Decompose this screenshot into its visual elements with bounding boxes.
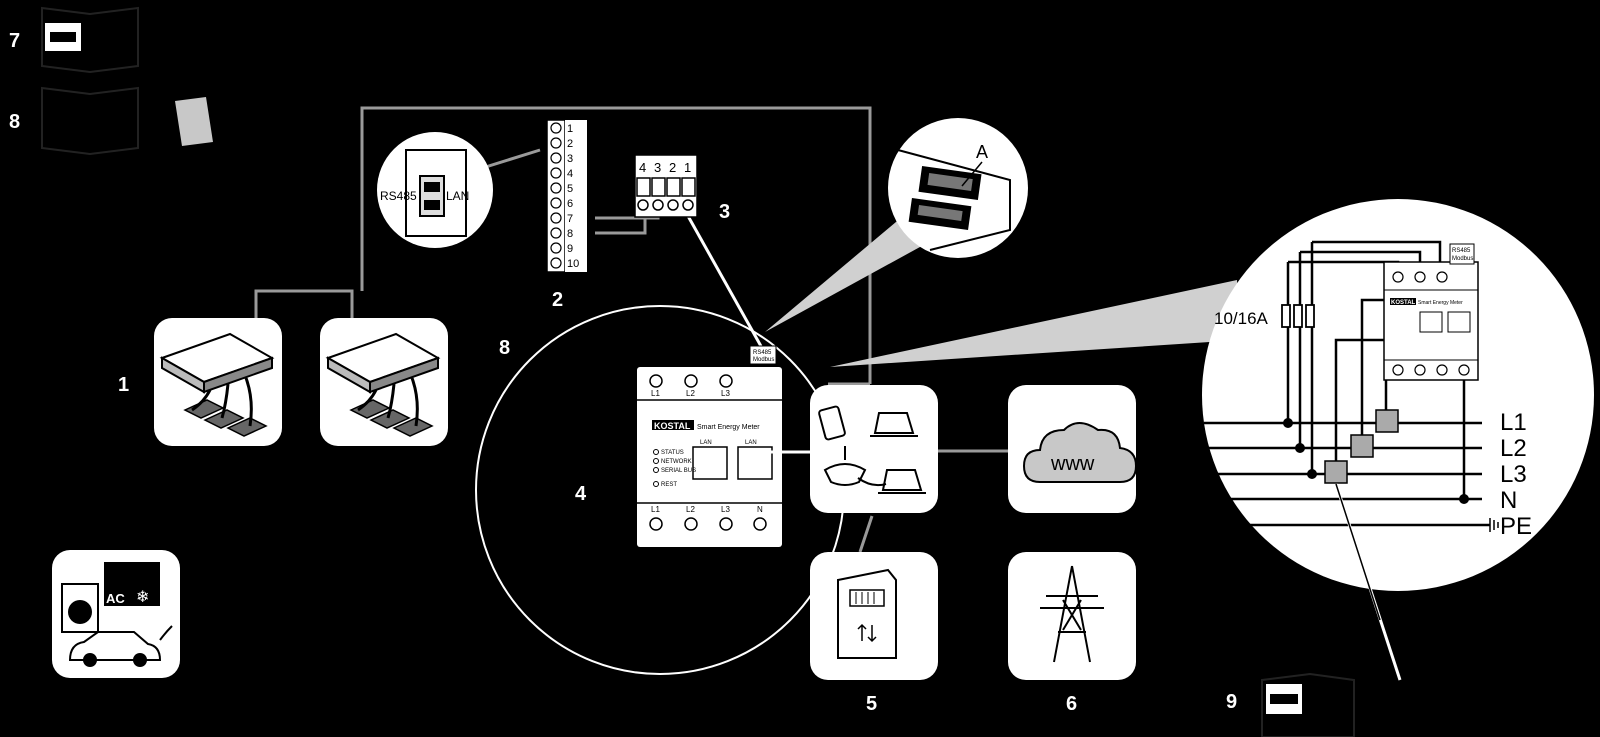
- svg-text:4: 4: [567, 168, 573, 180]
- svg-text:1: 1: [118, 374, 129, 396]
- svg-text:PE: PE: [1500, 513, 1532, 540]
- svg-text:1: 1: [567, 123, 573, 135]
- svg-text:7: 7: [567, 213, 573, 225]
- svg-text:8: 8: [499, 337, 510, 359]
- svg-text:6: 6: [567, 198, 573, 210]
- rs485-wire: [686, 215, 764, 349]
- svg-text:REST: REST: [661, 482, 677, 488]
- svg-text:3: 3: [654, 160, 661, 175]
- svg-text:L1: L1: [1500, 409, 1527, 436]
- svg-text:NETWORK: NETWORK: [661, 459, 692, 465]
- svg-text:RS485: RS485: [1452, 248, 1471, 254]
- svg-text:www: www: [1050, 453, 1095, 475]
- callout-8-top: 8: [9, 111, 20, 133]
- svg-text:L3: L3: [721, 505, 730, 514]
- svg-text:N: N: [1500, 487, 1517, 514]
- svg-text:9: 9: [567, 243, 573, 255]
- svg-text:L2: L2: [686, 389, 695, 398]
- svg-text:1: 1: [684, 160, 691, 175]
- svg-text:A: A: [976, 142, 988, 162]
- svg-text:❄: ❄: [136, 589, 149, 606]
- svg-text:8: 8: [9, 111, 20, 133]
- svg-text:LAN: LAN: [446, 189, 469, 203]
- rs485-connector: 4 3 2 1: [634, 154, 698, 218]
- svg-text:8: 8: [567, 228, 573, 240]
- callout-5: 5: [866, 693, 877, 715]
- zoom-beam-detail: [830, 280, 1240, 367]
- svg-text:STATUS: STATUS: [661, 450, 684, 456]
- power-grid-panel: [1008, 552, 1136, 680]
- svg-text:2: 2: [552, 289, 563, 311]
- callout-4: 4: [575, 483, 587, 505]
- memory-card-icon: [175, 97, 213, 146]
- smart-energy-meter: L1 L2 L3 L1 L2 L3 N KOSTAL Smart Energy …: [637, 367, 820, 547]
- callout-7: 7: [0, 24, 30, 54]
- manual-icon-9: [1261, 672, 1355, 737]
- manual-icon-8: [41, 86, 139, 156]
- inverter-left: [154, 318, 282, 446]
- wiring-detail-circle: 10/16A KOSTAL Smart Energy Meter RS485 M…: [1202, 199, 1594, 591]
- internet-cloud-panel: www: [1008, 385, 1138, 513]
- callout-9: 9: [1226, 691, 1237, 713]
- svg-text:RS485: RS485: [753, 350, 772, 356]
- svg-text:7: 7: [9, 30, 20, 52]
- zoom-beam-a: [765, 206, 940, 332]
- manual-icon-7: [41, 6, 139, 74]
- inverter-port-zoom: RS485 LAN: [377, 132, 493, 248]
- svg-text:10/16A: 10/16A: [1214, 309, 1269, 328]
- svg-text:L1: L1: [651, 389, 660, 398]
- household-loads-panel: AC ❄: [52, 550, 180, 678]
- svg-text:AC: AC: [106, 591, 125, 606]
- svg-text:Smart Energy Meter: Smart Energy Meter: [1418, 300, 1463, 306]
- callout-6: 6: [1066, 693, 1077, 715]
- utility-meter-panel: [810, 552, 938, 680]
- callout-3: 3: [719, 201, 730, 223]
- svg-text:2: 2: [669, 160, 676, 175]
- meter-rs485-tag: RS485 Modbus: [749, 345, 777, 365]
- svg-text:Modbus: Modbus: [1452, 256, 1473, 262]
- callout-1: 1: [110, 368, 140, 398]
- svg-text:RS485: RS485: [380, 189, 417, 203]
- detail-rs485-tag: RS485 Modbus: [1449, 243, 1475, 265]
- inverter-right: [320, 318, 448, 446]
- callout-8-mid: 8: [499, 337, 510, 359]
- svg-text:LAN: LAN: [745, 440, 757, 446]
- svg-text:Smart Energy Meter: Smart Energy Meter: [697, 424, 760, 431]
- svg-text:10: 10: [567, 258, 579, 270]
- svg-text:L3: L3: [721, 389, 730, 398]
- svg-text:3: 3: [567, 153, 573, 165]
- svg-text:5: 5: [567, 183, 573, 195]
- svg-text:5: 5: [866, 693, 877, 715]
- svg-text:LAN: LAN: [700, 440, 712, 446]
- terminal-block: 1 2 3 4 5 6 7 8 9 10: [546, 119, 587, 273]
- svg-text:KOSTAL: KOSTAL: [1391, 300, 1416, 306]
- svg-text:N: N: [757, 505, 763, 514]
- home-network-panel: [810, 385, 938, 513]
- svg-text:9: 9: [1226, 691, 1237, 713]
- callout-2: 2: [552, 289, 563, 311]
- svg-text:Modbus: Modbus: [753, 357, 774, 363]
- lan-port-zoom: A: [888, 118, 1028, 258]
- svg-text:4: 4: [639, 160, 646, 175]
- detail-meter: KOSTAL Smart Energy Meter: [1383, 261, 1479, 381]
- svg-text:L2: L2: [1500, 435, 1527, 462]
- svg-text:2: 2: [567, 138, 573, 150]
- svg-text:L3: L3: [1500, 461, 1527, 488]
- svg-text:3: 3: [719, 201, 730, 223]
- svg-text:SERIAL BUS: SERIAL BUS: [661, 468, 696, 474]
- svg-text:KOSTAL: KOSTAL: [654, 421, 691, 431]
- svg-text:4: 4: [575, 483, 587, 505]
- svg-text:L1: L1: [651, 505, 660, 514]
- svg-text:L2: L2: [686, 505, 695, 514]
- svg-text:6: 6: [1066, 693, 1077, 715]
